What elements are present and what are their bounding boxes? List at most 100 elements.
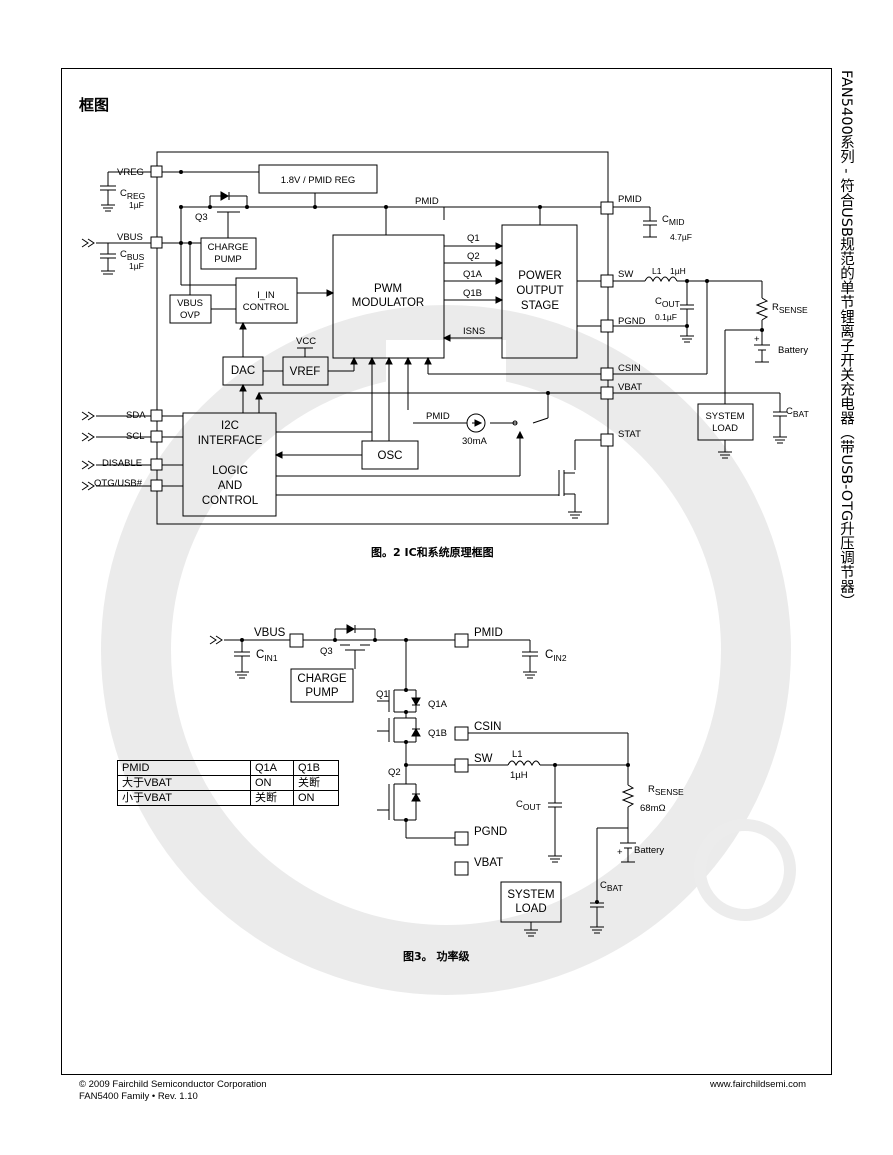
block-i2c-2: INTERFACE [198, 435, 263, 447]
block-sysload-1: SYSTEM [705, 411, 744, 422]
cap-out-label: COUT [655, 296, 680, 309]
block-vbus-ovp-2: OVP [180, 310, 200, 321]
block-logic-2: AND [218, 480, 242, 492]
footer-website-link[interactable]: www.fairchildsemi.com [710, 1079, 807, 1090]
block-pos-1: POWER [518, 270, 561, 282]
figure3-caption: 图3。 功率级 [403, 950, 470, 963]
block-pwm-2: MODULATOR [352, 297, 424, 309]
signal-q2: Q2 [467, 251, 480, 262]
pin-disable: DISABLE [102, 458, 142, 469]
isns-label: ISNS [463, 326, 485, 337]
table-header-cell: Q1A [250, 760, 294, 776]
f3-sw: SW [474, 753, 493, 765]
cap-mid-value: 4.7µF [670, 232, 692, 242]
block-logic-3: CONTROL [202, 495, 259, 507]
battery-label: Battery [778, 345, 808, 356]
block-charge-pump-2: PUMP [214, 254, 241, 265]
cap-out-value: 0.1µF [655, 312, 677, 322]
f3-rsense: RSENSE [648, 784, 684, 797]
f3-q1a: Q1A [428, 699, 448, 710]
table-cell: 关断 [293, 775, 339, 791]
block-sysload-2: LOAD [712, 423, 738, 434]
table-cell: ON [250, 775, 294, 791]
f3-battery: Battery [634, 845, 664, 856]
current-label: 30mA [462, 436, 487, 447]
block-osc: OSC [378, 450, 403, 462]
f3-cout: COUT [516, 799, 541, 812]
table-header-cell: PMID [117, 760, 251, 776]
f3-cin2: CIN2 [545, 649, 567, 663]
table-cell: 关断 [250, 790, 294, 806]
block-iin-1: I_IN [257, 290, 275, 301]
f3-rsense-value: 68mΩ [640, 803, 666, 814]
f3-battery-plus: + [617, 847, 623, 858]
cap-mid-label: CMID [662, 214, 684, 227]
f3-vbat: VBAT [474, 857, 503, 869]
block-pwm-1: PWM [374, 283, 402, 295]
f3-inductor-value: 1µH [510, 770, 528, 781]
q3-label: Q3 [195, 212, 208, 223]
f3-cin1: CIN1 [256, 649, 278, 663]
table-header-row: PMID Q1A Q1B [117, 760, 339, 776]
signal-q1b: Q1B [463, 288, 482, 299]
pin-vbat: VBAT [618, 382, 642, 393]
f3-inductor: L1 [512, 749, 523, 760]
block-vref: VREF [290, 366, 321, 378]
f3-sysload-1: SYSTEM [507, 889, 554, 901]
block-charge-pump-1: CHARGE [208, 242, 249, 253]
inductor-label: L1 [652, 266, 662, 276]
f3-q1: Q1 [376, 689, 389, 700]
figure2-caption: 图。2 IC和系统原理框图 [371, 546, 494, 559]
section-title: 框图 [79, 96, 110, 114]
f3-csin: CSIN [474, 721, 501, 733]
f3-charge-pump-1: CHARGE [297, 673, 347, 685]
pmid-state-table: PMID Q1A Q1B 大于VBAT ON 关断 小于VBAT 关断 ON [117, 760, 339, 806]
pin-vbus: VBUS [117, 232, 143, 243]
table-row: 小于VBAT 关断 ON [117, 790, 339, 806]
f3-pmid: PMID [474, 627, 503, 639]
footer-copyright: © 2009 Fairchild Semiconductor Corporati… [79, 1079, 267, 1090]
inductor-value: 1µH [670, 266, 686, 276]
cap-bus-label: CBUS [120, 249, 145, 262]
side-title: FAN5400系列 - 符合USB规范的单节锂离子开关充电器（带USB-OTG升… [838, 70, 854, 609]
pin-csin: CSIN [618, 363, 641, 374]
block-i2c-1: I2C [221, 420, 239, 432]
pin-pgnd: PGND [618, 316, 646, 327]
pin-scl: SCL [126, 431, 144, 442]
footer-revision: FAN5400 Family • Rev. 1.10 [79, 1091, 198, 1102]
pin-vreg: VREG [117, 167, 144, 178]
f3-vbus: VBUS [254, 627, 286, 639]
battery-plus: + [754, 334, 760, 345]
cap-bus-value: 1µF [129, 261, 144, 271]
signal-q1a: Q1A [463, 269, 483, 280]
block-iin-2: CONTROL [243, 302, 289, 313]
rsense-label: RSENSE [772, 302, 808, 315]
cap-bat-label: CBAT [786, 406, 809, 419]
block-pmid-reg: 1.8V / PMID REG [281, 175, 355, 186]
block-vbus-ovp-1: VBUS [177, 298, 203, 309]
f3-pgnd: PGND [474, 826, 507, 838]
table-cell: 小于VBAT [117, 790, 251, 806]
cap-reg-value: 1µF [129, 200, 144, 210]
pin-stat: STAT [618, 429, 641, 440]
f3-sysload-2: LOAD [515, 903, 546, 915]
pmid-bus-label: PMID [415, 196, 439, 207]
table-row: 大于VBAT ON 关断 [117, 775, 339, 791]
table-header-cell: Q1B [293, 760, 339, 776]
pmid-source-label: PMID [426, 411, 450, 422]
signal-q1: Q1 [467, 233, 480, 244]
table-cell: ON [293, 790, 339, 806]
block-dac: DAC [231, 365, 255, 377]
block-logic-1: LOGIC [212, 465, 248, 477]
f3-q3: Q3 [320, 646, 333, 657]
table-cell: 大于VBAT [117, 775, 251, 791]
pin-sda: SDA [126, 410, 146, 421]
f3-q2: Q2 [388, 767, 401, 778]
block-pos-2: OUTPUT [516, 285, 563, 297]
pin-pmid: PMID [618, 194, 642, 205]
pin-otg-usb: OTG/USB# [94, 478, 143, 489]
block-pos-3: STAGE [521, 300, 559, 312]
